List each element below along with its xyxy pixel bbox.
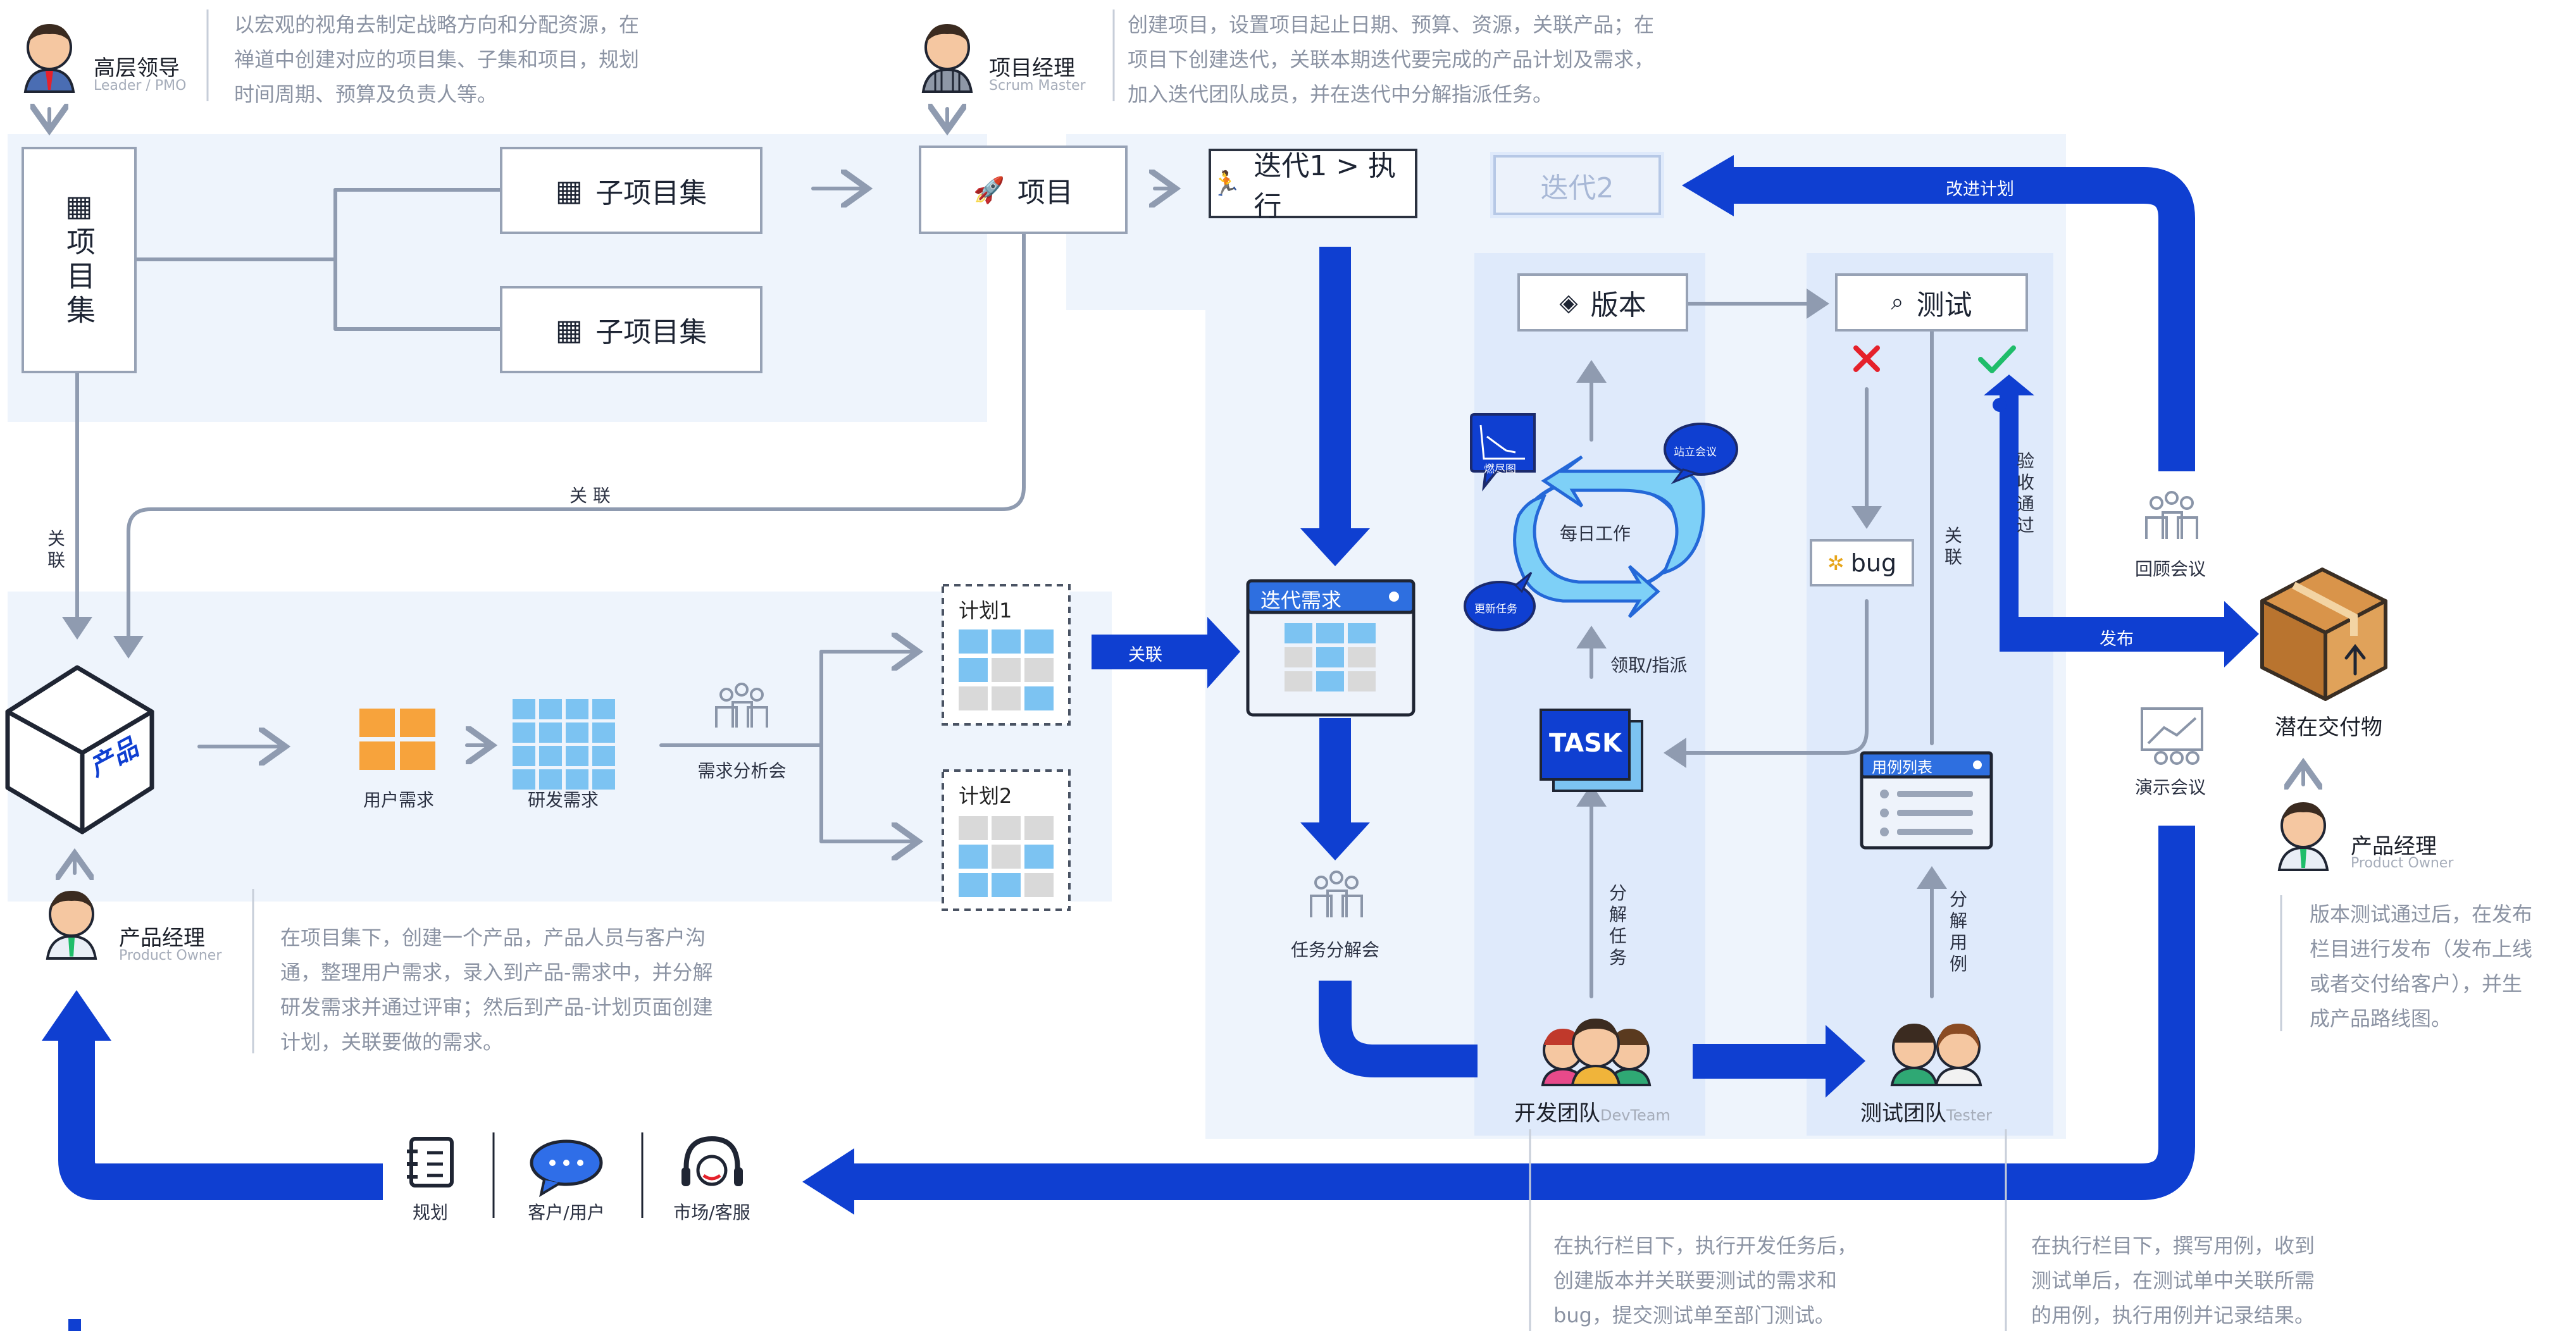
label-retro: 回顾会议: [2134, 559, 2206, 580]
desc-product: 在项目集下，创建一个产品，产品人员与客户沟 通，整理用户需求，录入到产品-需求中…: [280, 926, 713, 1054]
label-demo: 演示会议: [2134, 777, 2206, 798]
node-testing-label: 测试: [1916, 289, 1972, 321]
node-build[interactable]: ◈ 版本: [1517, 273, 1688, 332]
node-iter-story-label: 迭代需求: [1260, 588, 1342, 612]
node-program-label: 项目集: [62, 226, 96, 329]
label-test-team-en: Tester: [1946, 1107, 1992, 1124]
label-link-horizontal: 关 联: [569, 485, 611, 506]
node-project[interactable]: 🚀 项目: [919, 146, 1128, 234]
role-po-left-sub: Product Owner: [119, 948, 222, 964]
avatar-po-left: [46, 891, 97, 960]
node-iteration-2-label: 迭代2: [1540, 171, 1614, 204]
label-accept: 验收通过: [2016, 450, 2034, 536]
rocket-icon: 🚀: [973, 175, 1005, 205]
label-user-story: 用户需求: [363, 790, 434, 810]
run-icon: 🏃: [1211, 169, 1241, 197]
label-release: 发布: [2100, 629, 2134, 649]
node-build-label: 版本: [1590, 289, 1646, 321]
role-po-right-sub: Product Owner: [2351, 855, 2454, 871]
layers-icon: ◈: [1559, 288, 1578, 316]
search-icon: ⌕: [1891, 289, 1904, 315]
desc-scrum: 创建项目，设置项目起止日期、预算、资源，关联产品；在 项目下创建迭代，关联本期迭…: [1128, 13, 1655, 106]
label-link-blue: 关联: [1128, 645, 1162, 665]
role-po-right-title: 产品经理: [2351, 834, 2437, 859]
node-iteration-2[interactable]: 迭代2: [1493, 155, 1661, 215]
label-channel-customer: 客户/用户: [528, 1202, 605, 1223]
node-bug-label: bug: [1850, 549, 1897, 577]
label-test-team-cn: 测试团队: [1860, 1101, 1946, 1126]
label-relate: 关联: [1944, 525, 1962, 567]
label-claim-assign: 领取/指派: [1610, 655, 1688, 676]
desc-dev: 在执行栏目下，执行开发任务后， 创建版本并关联要测试的需求和 bug，提交测试单…: [1553, 1234, 1858, 1327]
label-task-split-meeting: 任务分解会: [1290, 939, 1379, 960]
label-channel-market: 市场/客服: [673, 1202, 750, 1223]
node-bug[interactable]: ✲ bug: [1810, 539, 1914, 586]
panel-program: [8, 134, 987, 422]
label-improve-plan: 改进计划: [1946, 180, 2014, 199]
label-story-review: 需求分析会: [697, 760, 787, 781]
bug-icon: ✲: [1827, 550, 1845, 575]
node-subset-1-label: 子项目集: [595, 177, 707, 209]
grid-icon: ▦: [555, 313, 583, 347]
node-subset-2-label: 子项目集: [595, 316, 707, 349]
label-link-vertical: 关联: [47, 528, 65, 571]
label-deliverable: 潜在交付物: [2275, 715, 2382, 740]
node-subset-1[interactable]: ▦ 子项目集: [500, 147, 762, 234]
label-dev-team: 开发团队DevTeam: [1514, 1096, 1671, 1127]
node-case-list-label: 用例列表: [1872, 759, 1932, 776]
label-channel-plan: 规划: [412, 1202, 448, 1223]
node-project-label: 项目: [1017, 177, 1073, 209]
node-task-label: TASK: [1549, 729, 1622, 758]
role-scrum-sub: Scrum Master: [989, 78, 1086, 94]
desc-leader: 以宏观的视角去制定战略方向和分配资源，在 禅道中创建对应的项目集、子集和项目，规…: [234, 13, 640, 106]
node-iteration-1[interactable]: 🏃 迭代1 > 执行: [1209, 149, 1417, 223]
node-program[interactable]: ▦ 项目集: [22, 147, 137, 373]
label-test-team: 测试团队Tester: [1860, 1096, 1992, 1127]
node-subset-2[interactable]: ▦ 子项目集: [500, 286, 762, 373]
label-dev-team-cn: 开发团队: [1514, 1101, 1600, 1126]
desc-release: 版本测试通过后，在发布 栏目进行发布（发布上线 或者交付给客户），并生 成产品路…: [2310, 902, 2533, 1031]
node-plan-1-label: 计划1: [959, 598, 1012, 623]
avatar-test-team: [1890, 1024, 1982, 1086]
grid-icon: ▦: [65, 189, 93, 223]
role-leader-sub: Leader / PMO: [94, 78, 187, 94]
node-testing[interactable]: ⌕ 测试: [1835, 273, 2028, 332]
desc-test: 在执行栏目下，撰写用例，收到 测试单后，在测试单中关联所需 的用例，执行用例并记…: [2031, 1234, 2315, 1327]
label-split-case: 分解用例: [1949, 889, 1967, 974]
label-burndown: 燃尽图: [1484, 463, 1516, 476]
avatar-dev-team: [1541, 1019, 1652, 1086]
avatar-po-right: [2277, 802, 2329, 871]
node-iteration-1-label: 迭代1 > 执行: [1254, 150, 1397, 223]
role-leader-title: 高层领导: [94, 56, 180, 81]
avatar-scrum: [921, 24, 973, 93]
label-split-task: 分解任务: [1608, 883, 1627, 968]
label-standup: 站立会议: [1674, 446, 1717, 459]
avatar-leader: [23, 24, 75, 93]
role-scrum-title: 项目经理: [989, 56, 1075, 81]
label-daily-work: 每日工作: [1560, 523, 1631, 544]
label-dev-team-en: DevTeam: [1600, 1107, 1671, 1124]
label-dev-story: 研发需求: [527, 790, 599, 810]
label-update-task: 更新任务: [1474, 603, 1517, 616]
role-po-left-title: 产品经理: [119, 926, 205, 951]
grid-icon: ▦: [555, 173, 583, 208]
node-plan-2-label: 计划2: [959, 784, 1012, 808]
